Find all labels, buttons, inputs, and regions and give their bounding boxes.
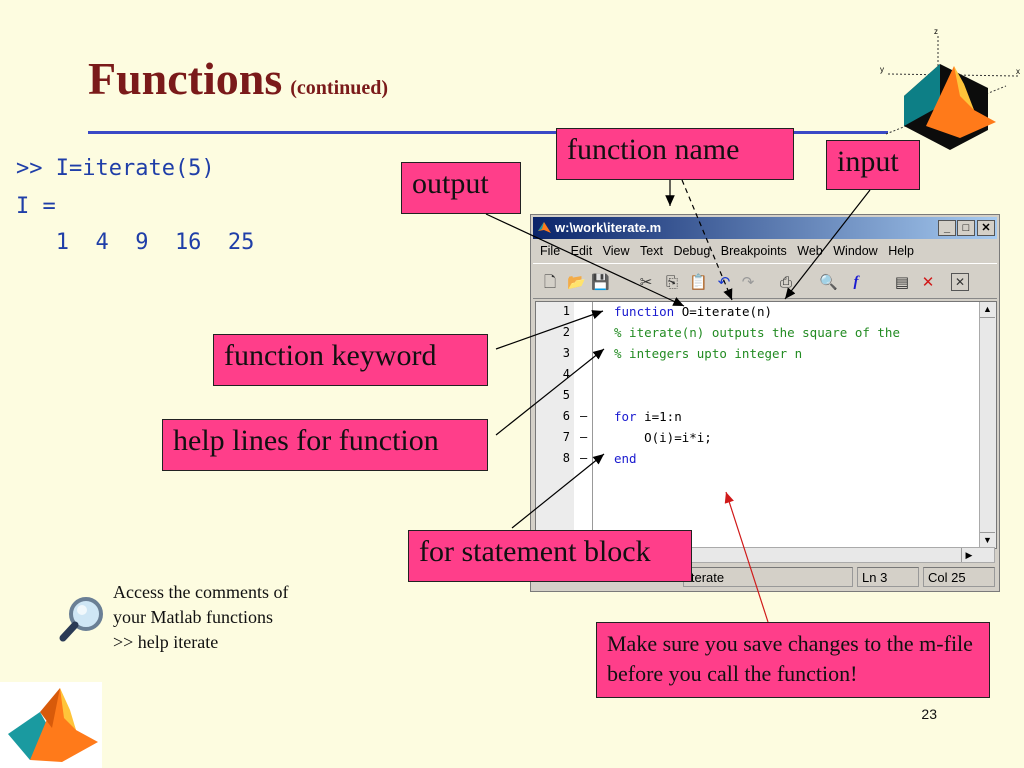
function-browser-icon[interactable]: f [853,274,859,290]
arrow-function-keyword [495,310,604,350]
line-number: 8 [562,451,570,465]
scroll-up-arrow-icon[interactable]: ▲ [980,302,995,318]
svg-text:y: y [880,65,884,74]
code-editor[interactable]: function O=iterate(n) % iterate(n) output… [535,301,997,549]
code-comment: % iterate(n) outputs the square of the [614,325,900,340]
console-output-label: I = [16,194,56,219]
print-icon[interactable]: ⎙ [779,273,792,291]
menu-web[interactable]: Web [797,244,823,258]
scroll-down-arrow-icon[interactable]: ▼ [980,532,995,548]
comments-note: Access the comments of your Matlab funct… [113,580,288,656]
svg-text:x: x [1016,67,1020,76]
close-button[interactable]: ✕ [977,220,995,236]
matlab-app-icon [538,222,551,233]
code-line[interactable]: % iterate(n) outputs the square of the [614,325,900,340]
save-icon[interactable]: 💾 [591,273,610,291]
line-number: 7 [562,430,570,444]
find-icon[interactable]: 🔍 [819,273,838,291]
menu-bar: File Edit View Text Debug Breakpoints We… [533,241,997,261]
comments-line-1: Access the comments of [113,582,289,602]
menu-text[interactable]: Text [640,244,663,258]
menu-file[interactable]: File [540,244,561,258]
line-number: 5 [562,388,570,402]
console-output-values: 1 4 9 16 25 [16,230,255,255]
arrow-help-lines [495,348,605,436]
vertical-scrollbar[interactable]: ▲ ▼ [979,302,996,548]
status-file: iterate [683,567,853,587]
line-number: 3 [562,346,570,360]
code-text: O(i)=i*i; [614,430,712,445]
line-number: 2 [562,325,570,339]
editor-window[interactable]: w:\work\iterate.m _ □ ✕ File Edit View T… [530,214,1000,592]
line-number-gutter [536,302,575,548]
menu-window[interactable]: Window [833,244,878,258]
breakpoint-marker[interactable]: – [580,430,588,444]
callout-output: output [401,162,521,214]
open-file-icon[interactable]: 📂 [567,273,586,291]
callout-input: input [826,140,920,190]
arrow-function-name-dashed [681,179,733,301]
maximize-button[interactable]: □ [957,220,975,236]
menu-debug[interactable]: Debug [673,244,711,258]
status-column: Col 25 [923,567,995,587]
code-text: i=1:n [636,409,682,424]
arrow-output [485,213,685,307]
breakpoint-marker[interactable]: – [580,451,588,465]
arrow-for-block [511,453,605,529]
scroll-right-arrow-icon[interactable]: ▶ [961,548,976,562]
copy-icon[interactable]: ⎘ [665,273,678,291]
menu-edit[interactable]: Edit [570,244,593,258]
callout-for-block: for statement block [408,530,692,582]
line-number: 4 [562,367,570,381]
code-comment: % integers upto integer n [614,346,803,361]
paste-icon[interactable]: 📋 [689,273,708,291]
callout-function-keyword: function keyword [213,334,488,386]
close-document-icon[interactable]: ✕ [951,273,969,291]
magnifier-icon [59,597,103,642]
save-reminder-note: Make sure you save changes to the m-file… [596,622,990,698]
title-underline [88,131,888,134]
svg-text:z: z [934,27,938,36]
console-command: >> I=iterate(5) [16,156,215,181]
code-keyword: end [614,451,637,466]
comments-line-3: >> help iterate [113,632,219,653]
code-line[interactable]: end [614,451,637,466]
redo-icon[interactable]: ↷ [741,273,755,291]
title-subtitle: (continued) [290,77,389,99]
code-line[interactable]: % integers upto integer n [614,346,802,361]
menu-view[interactable]: View [602,244,630,258]
new-file-icon[interactable]: 🗋 [543,273,557,291]
code-text: O=iterate(n) [674,304,773,319]
minimize-button[interactable]: _ [938,220,956,236]
breakpoint-column[interactable] [574,302,593,548]
slide-title: Functions (continued) [88,52,388,105]
breakpoint-icon[interactable]: ▤ [894,273,910,291]
clear-breakpoints-icon[interactable]: ✕ [921,273,935,291]
code-line[interactable]: function O=iterate(n) [614,304,772,319]
menu-help[interactable]: Help [888,244,914,258]
matlab-membrane-3d-logo: z y x [880,27,1020,150]
editor-toolbar: 🗋 📂 💾 ✂ ⎘ 📋 ↶ ↷ ⎙ 🔍 f ▤ ✕ ✕ [533,263,997,299]
editor-titlebar[interactable]: w:\work\iterate.m _ □ ✕ [533,217,997,239]
page-number: 23 [921,706,937,722]
arrow-save-note [724,491,769,623]
comments-line-2: your Matlab functions [113,607,273,628]
title-text: Functions [88,53,283,104]
line-number: 1 [562,304,570,318]
menu-breakpoints[interactable]: Breakpoints [720,244,787,258]
editor-title: w:\work\iterate.m [555,220,662,235]
code-keyword: function [614,304,675,319]
callout-function-name: function name [556,128,794,180]
status-line: Ln 3 [857,567,919,587]
code-keyword: for [614,409,637,424]
matlab-membrane-logo [0,682,102,768]
arrow-input [784,189,871,300]
breakpoint-marker[interactable]: – [580,409,588,423]
code-line[interactable]: O(i)=i*i; [614,430,712,445]
status-bar: iterate Ln 3 Col 25 [533,567,997,589]
code-line[interactable]: for i=1:n [614,409,682,424]
line-number: 6 [562,409,570,423]
callout-help-lines: help lines for function [162,419,488,471]
